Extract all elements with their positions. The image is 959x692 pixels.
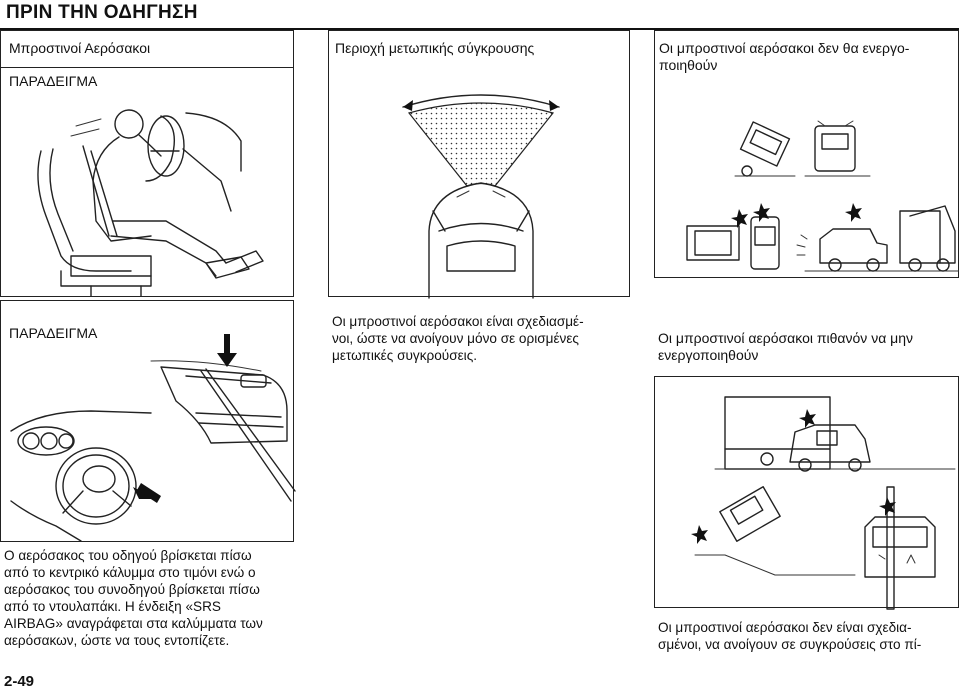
col1-heading: Μπροστινοί Αερόσακοι: [9, 40, 151, 56]
col3-heading2-line: ενεργοποιηθούν: [658, 347, 759, 363]
col2-body-line: μετωπικές συγκρούσεις.: [332, 348, 478, 363]
col2-body-line: Οι μπροστινοί αερόσακοι είναι σχεδιασμέ-: [332, 314, 584, 329]
driver-airbag-deploy-illustration: [37, 109, 264, 297]
col1-example-box-1: Μπροστινοί Αερόσακοι ΠΑΡΑΔΕΙΓΜΑ: [0, 30, 294, 297]
col1-body-line: AIRBAG» αναγράφεται στα καλύμματα των: [4, 616, 263, 631]
page-title: ΠΡΙΝ ΤΗΝ ΟΔΗΓΗΣΗ: [6, 2, 198, 23]
page-number: 2-49: [4, 673, 35, 690]
col2-body-text: Οι μπροστινοί αερόσακοι είναι σχεδιασμέ-…: [332, 313, 632, 364]
col1-body-line: αερόσακος του συνοδηγού βρίσκεται πίσω: [4, 582, 260, 597]
col3-heading-line: ποιηθούν: [659, 57, 718, 73]
example-label-2: ΠΑΡΑΔΕΙΓΜΑ: [9, 325, 98, 341]
no-deploy-scenarios-illustration: [686, 120, 959, 272]
col2-heading: Περιοχή μετωπικής σύγκρουσης: [335, 40, 535, 56]
col3-heading-line: Οι μπροστινοί αερόσακοι δεν θα ενεργο-: [659, 40, 910, 56]
col1-example-box-2: ΠΑΡΑΔΕΙΓΜΑ: [0, 300, 296, 542]
col3-body-line: σμένοι, να ανοίγουν σε συγκρούσεις στο π…: [658, 637, 922, 652]
col1-body-line: από το κεντρικό κάλυμμα στο τιμόνι ενώ ο: [4, 565, 256, 580]
col3-heading-2: Οι μπροστινοί αερόσακοι πιθανόν να μην ε…: [658, 330, 958, 364]
col3-not-deploy-box: Οι μπροστινοί αερόσακοι δεν θα ενεργο- π…: [654, 30, 959, 278]
example-label-1: ΠΑΡΑΔΕΙΓΜΑ: [9, 73, 98, 89]
col1-body-line: από το ντουλαπάκι. Η ένδειξη «SRS: [4, 599, 221, 614]
possible-no-deploy-scenarios-illustration: [691, 396, 956, 610]
col1-body-line: αερόσακων, ώστε να τους εντοπίζετε.: [4, 633, 230, 648]
col1-body-text: Ο αερόσακος του οδηγού βρίσκεται πίσω απ…: [4, 547, 296, 649]
col3-heading2-line: Οι μπροστινοί αερόσακοι πιθανόν να μην: [658, 330, 914, 346]
dashboard-airbag-locations-illustration: [10, 334, 296, 542]
col3-may-not-deploy-box: [654, 376, 959, 610]
col2-body-line: νοι, ώστε να ανοίγουν μόνο σε ορισμένες: [332, 331, 579, 346]
header-rule: [0, 28, 959, 30]
frontal-collision-zone-illustration: [402, 94, 560, 299]
col1-body-line: Ο αερόσακος του οδηγού βρίσκεται πίσω: [4, 548, 252, 563]
col3-body-line: Οι μπροστινοί αερόσακοι δεν είναι σχεδια…: [658, 620, 912, 635]
col2-collision-area-box: Περιοχή μετωπικής σύγκρουσης: [328, 30, 630, 299]
col3-heading: Οι μπροστινοί αερόσακοι δεν θα ενεργο- π…: [659, 40, 909, 74]
col1-heading-divider: [1, 67, 293, 69]
col3-body-text: Οι μπροστινοί αερόσακοι δεν είναι σχεδια…: [658, 619, 958, 653]
